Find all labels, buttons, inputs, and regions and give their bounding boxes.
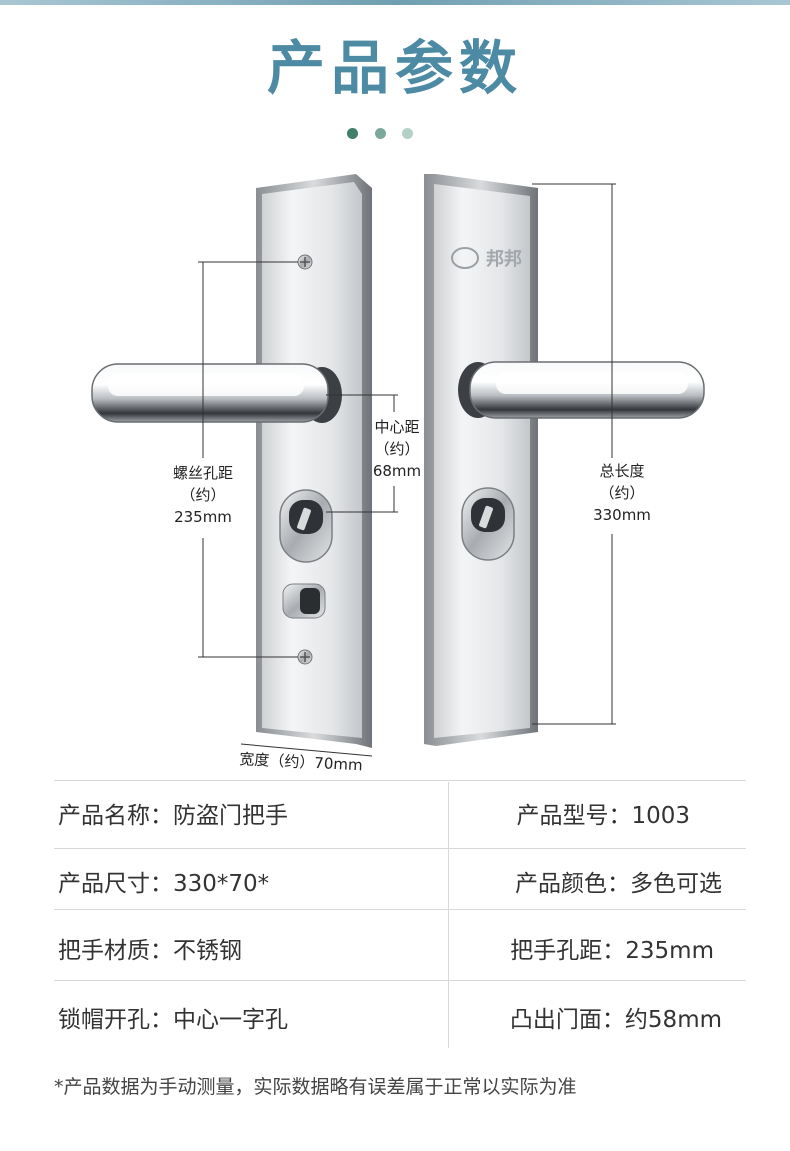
svg-text:邦邦: 邦邦 — [486, 248, 522, 270]
product-image: 邦邦 — [91, 174, 705, 757]
spec-material: 把手材质：不锈钢 — [58, 938, 242, 964]
decor-dot-2 — [375, 128, 386, 139]
table-divider — [54, 909, 746, 910]
spec-hole-distance: 把手孔距：235mm — [510, 938, 714, 964]
page-title: 产品参数 — [266, 34, 523, 102]
dimension-lines — [198, 183, 616, 757]
screw-icon — [297, 254, 313, 270]
table-divider — [54, 980, 746, 981]
total-length-label: 总长度 （约） 330mm — [593, 462, 651, 524]
decor-dot-3 — [402, 128, 413, 139]
spec-product-name: 产品名称：防盗门把手 — [58, 803, 288, 829]
spec-color: 产品颜色：多色可选 — [515, 871, 722, 897]
spec-row: 产品尺寸：330*70* 产品颜色：多色可选 — [54, 850, 746, 918]
spec-cap-opening: 锁帽开孔：中心一字孔 — [58, 1007, 288, 1033]
left-handle — [91, 363, 342, 423]
right-handle — [458, 361, 705, 419]
center-distance-label: 中心距 （约） 68mm — [372, 418, 422, 480]
lock-cylinder-icon — [279, 489, 333, 563]
spec-row: 锁帽开孔：中心一字孔 凸出门面：约58mm — [54, 986, 746, 1054]
screw-icon — [297, 649, 313, 665]
footnote: *产品数据为手动测量，实际数据略有误差属于正常以实际为准 — [54, 1076, 577, 1098]
left-door-plate — [256, 174, 372, 748]
table-divider — [54, 848, 746, 849]
decor-dot-1 — [347, 128, 358, 139]
top-accent-bar — [0, 0, 790, 5]
table-divider — [54, 780, 746, 781]
lock-cylinder-icon — [461, 487, 515, 561]
screw-hole-distance-label: 螺丝孔距 （约） 235mm — [172, 464, 233, 526]
thumb-turn-icon — [282, 583, 326, 619]
spec-protrusion: 凸出门面：约58mm — [509, 1007, 722, 1033]
table-column-divider — [448, 782, 449, 1048]
right-door-plate — [424, 174, 538, 746]
spec-row: 产品名称：防盗门把手 产品型号：1003 — [54, 782, 746, 850]
spec-size: 产品尺寸：330*70* — [58, 871, 270, 897]
spec-row: 把手材质：不锈钢 把手孔距：235mm — [54, 917, 746, 985]
brand-logo: 邦邦 — [451, 247, 522, 270]
spec-model-number: 产品型号：1003 — [516, 803, 690, 829]
